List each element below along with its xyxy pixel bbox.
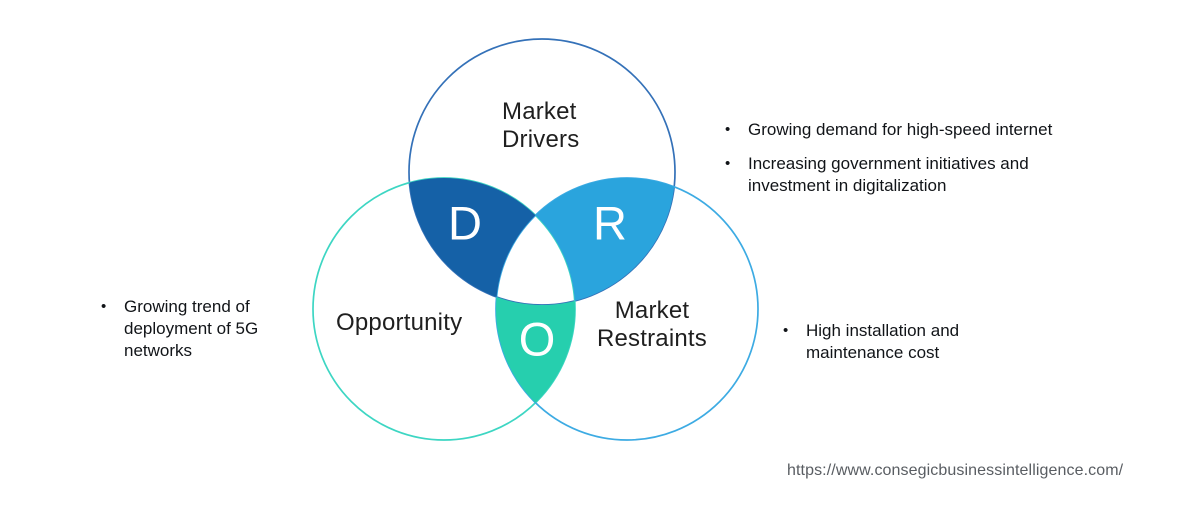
drivers-bullet-list: • Growing demand for high-speed internet… [718, 119, 1084, 197]
opportunity-bullet-list: • Growing trend of deployment of 5G netw… [94, 296, 274, 362]
circle-label-opportunity: Opportunity [336, 309, 463, 336]
circle-label-market-drivers: Market Drivers [502, 98, 580, 153]
region-letter-o: O [518, 312, 556, 366]
list-item: • Growing demand for high-speed internet [718, 119, 1084, 141]
list-item: • Growing trend of deployment of 5G netw… [94, 296, 274, 362]
opportunity-bullet-text: Growing trend of deployment of 5G networ… [124, 297, 259, 360]
list-item: • High installation and maintenance cost [776, 320, 984, 364]
bullet-dot-icon: • [725, 155, 731, 172]
restraints-bullet-list: • High installation and maintenance cost [776, 320, 984, 364]
region-letter-d: D [448, 196, 482, 250]
region-o-opportunity-restraints-overlap [496, 178, 575, 440]
driver-bullet-text: Increasing government initiatives and in… [748, 154, 1029, 195]
bullet-dot-icon: • [101, 298, 107, 315]
bullet-dot-icon: • [725, 121, 731, 138]
region-letter-r: R [593, 196, 627, 250]
restraint-bullet-text: High installation and maintenance cost [806, 321, 960, 362]
list-item: • Increasing government initiatives and … [718, 153, 1084, 197]
circle-label-market-restraints: Market Restraints [596, 297, 708, 352]
driver-bullet-text: Growing demand for high-speed internet [748, 120, 1053, 139]
bullet-dot-icon: • [783, 322, 789, 339]
source-url: https://www.consegicbusinessintelligence… [787, 462, 1124, 479]
